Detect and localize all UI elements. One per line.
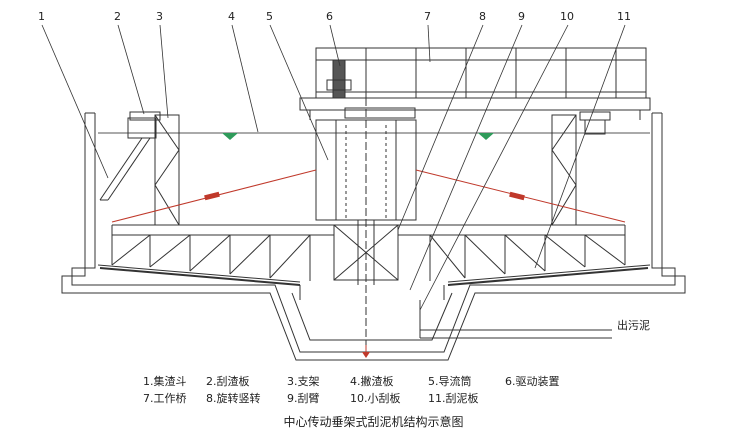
water-level-marks xyxy=(222,133,494,140)
callout-numbers: 1 2 3 4 5 6 7 8 9 10 11 xyxy=(38,10,631,23)
diagram-caption: 中心传动垂架式刮泥机结构示意图 xyxy=(283,415,464,429)
scum-scraper-left xyxy=(129,111,161,121)
callout-9: 9 xyxy=(518,10,525,23)
scraper-arm-right xyxy=(398,224,626,281)
sludge-hopper xyxy=(291,285,453,341)
support-frame-left xyxy=(154,114,180,226)
callout-11: 11 xyxy=(617,10,631,23)
callout-2: 2 xyxy=(114,10,121,23)
tie-rods xyxy=(111,169,626,223)
drive-unit xyxy=(326,59,416,119)
sludge-outlet-pipe xyxy=(419,300,612,339)
sludge-outlet-label: 出污泥 xyxy=(617,319,650,332)
scum-scraper-right xyxy=(579,111,611,135)
callout-8: 8 xyxy=(479,10,486,23)
tank-outer-wall xyxy=(61,112,686,361)
callout-1: 1 xyxy=(38,10,45,23)
work-bridge xyxy=(299,47,651,120)
callout-6: 6 xyxy=(326,10,333,23)
tank-floor xyxy=(97,264,651,283)
sludge-scraper-blades xyxy=(99,267,649,286)
rotating-frame xyxy=(333,224,399,281)
callout-10: 10 xyxy=(560,10,574,23)
callout-4: 4 xyxy=(228,10,235,23)
scraper-arm-left xyxy=(111,224,334,281)
callout-5: 5 xyxy=(266,10,273,23)
leader-lines xyxy=(41,24,626,311)
callout-3: 3 xyxy=(156,10,163,23)
scum-hopper xyxy=(99,117,157,201)
callout-7: 7 xyxy=(424,10,431,23)
center-shaft xyxy=(357,98,375,355)
